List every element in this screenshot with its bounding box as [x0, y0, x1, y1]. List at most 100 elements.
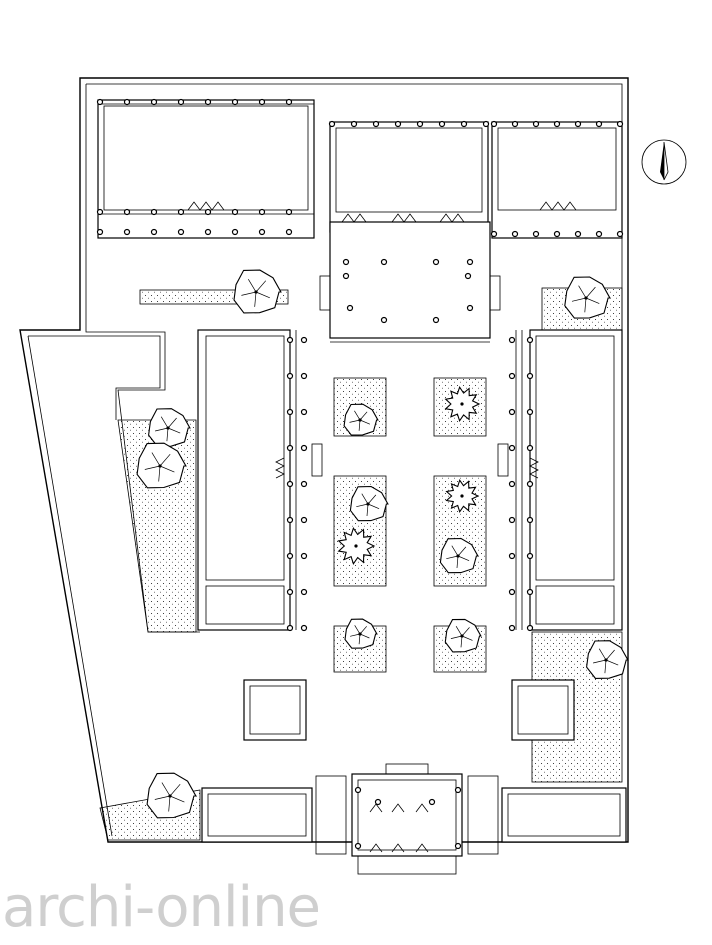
shrub-icon [337, 526, 376, 566]
column-icon [300, 480, 308, 488]
column-icon [526, 408, 534, 416]
column-icon [372, 120, 380, 128]
column-icon [328, 120, 336, 128]
column-icon [508, 516, 516, 524]
column-icon [526, 336, 534, 344]
column-icon [416, 120, 424, 128]
column-icon [258, 208, 266, 216]
tree-icon [136, 442, 187, 489]
column-icon [454, 842, 462, 850]
column-icon [428, 798, 436, 806]
column-icon [526, 552, 534, 560]
column-icon [177, 98, 185, 106]
column-icon [354, 786, 362, 794]
column-icon [380, 258, 388, 266]
column-icon [490, 230, 498, 238]
column-icon [526, 444, 534, 452]
column-icon [354, 842, 362, 850]
column-icon [286, 588, 294, 596]
column-icon [150, 208, 158, 216]
column-icon [511, 230, 519, 238]
column-icon [482, 120, 490, 128]
wing-west [197, 329, 291, 631]
column-icon [286, 552, 294, 560]
column-icon [526, 624, 534, 632]
column-icon [258, 228, 266, 236]
column-icon [380, 316, 388, 324]
column-icon [300, 624, 308, 632]
column-icon [300, 588, 308, 596]
column-icon [460, 120, 468, 128]
column-icon [432, 316, 440, 324]
column-icon [508, 552, 516, 560]
column-icon [508, 624, 516, 632]
column-icon [285, 98, 293, 106]
column-icon [466, 304, 474, 312]
column-icon [286, 444, 294, 452]
column-icon [231, 228, 239, 236]
column-icon [526, 480, 534, 488]
column-icon [96, 98, 104, 106]
column-icon [300, 336, 308, 344]
column-icon [490, 120, 498, 128]
column-icon [123, 228, 131, 236]
tree-icon [148, 408, 191, 447]
column-icon [508, 372, 516, 380]
tree-icon [349, 485, 389, 522]
column-icon [300, 372, 308, 380]
column-icon [286, 480, 294, 488]
column-icon [150, 98, 158, 106]
column-icon [342, 258, 350, 266]
hall-northwest [97, 99, 315, 239]
column-icon [300, 516, 308, 524]
column-icon [526, 588, 534, 596]
column-icon [150, 228, 158, 236]
tree-icon [343, 403, 379, 436]
south-wing-west [201, 787, 313, 843]
column-icon [286, 336, 294, 344]
column-icon [374, 798, 382, 806]
column-icon [300, 444, 308, 452]
column-icon [616, 120, 624, 128]
column-icon [394, 120, 402, 128]
column-icon [508, 336, 516, 344]
column-icon [508, 444, 516, 452]
column-icon [438, 120, 446, 128]
column-icon [616, 230, 624, 238]
column-icon [553, 120, 561, 128]
column-icon [454, 786, 462, 794]
column-icon [574, 120, 582, 128]
column-icon [258, 98, 266, 106]
column-icon [511, 120, 519, 128]
entrance-gate [351, 773, 463, 857]
column-icon [464, 272, 472, 280]
column-icon [300, 552, 308, 560]
column-icon [204, 98, 212, 106]
south-wing-east [501, 787, 627, 843]
column-icon [432, 258, 440, 266]
trees [136, 269, 629, 819]
column-icon [204, 228, 212, 236]
north-arrow-icon [641, 139, 687, 185]
column-icon [231, 98, 239, 106]
column-icon [595, 230, 603, 238]
column-icon [595, 120, 603, 128]
column-icon [286, 372, 294, 380]
column-icon [285, 228, 293, 236]
tree-icon [586, 640, 629, 679]
tree-icon [439, 537, 479, 574]
watermark: archi-online [2, 875, 321, 940]
column-icon [286, 408, 294, 416]
north-terrace [329, 221, 491, 339]
pavilion-west [243, 679, 307, 741]
column-icon [96, 228, 104, 236]
column-icon [204, 208, 212, 216]
site-boundary [19, 77, 629, 843]
column-icon [508, 408, 516, 416]
column-icon [526, 372, 534, 380]
column-icon [285, 208, 293, 216]
column-icon [508, 588, 516, 596]
column-icon [123, 98, 131, 106]
tree-icon [146, 772, 197, 819]
